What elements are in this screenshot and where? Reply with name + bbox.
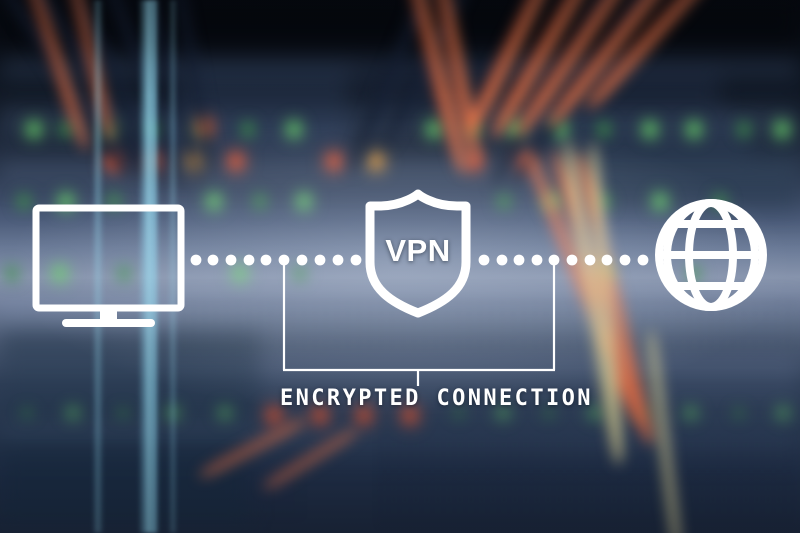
dotted-link-client-to-gateway bbox=[190, 254, 362, 266]
vpn-shield-label: VPN bbox=[385, 233, 451, 268]
globe-icon bbox=[655, 199, 767, 311]
led-row bbox=[0, 410, 800, 421]
rack-unit bbox=[180, 64, 350, 118]
encrypted-connection-caption: ENCRYPTED CONNECTION bbox=[280, 386, 593, 411]
rack-unit bbox=[0, 440, 250, 520]
shield-icon bbox=[365, 189, 471, 318]
encrypted-connection-bracket bbox=[282, 262, 556, 386]
perforated-panel bbox=[380, 430, 800, 530]
rack-unit bbox=[0, 330, 260, 420]
monitor-icon bbox=[32, 204, 185, 327]
rack-shelf bbox=[0, 352, 800, 412]
dotted-link-gateway-to-internet bbox=[478, 254, 649, 266]
